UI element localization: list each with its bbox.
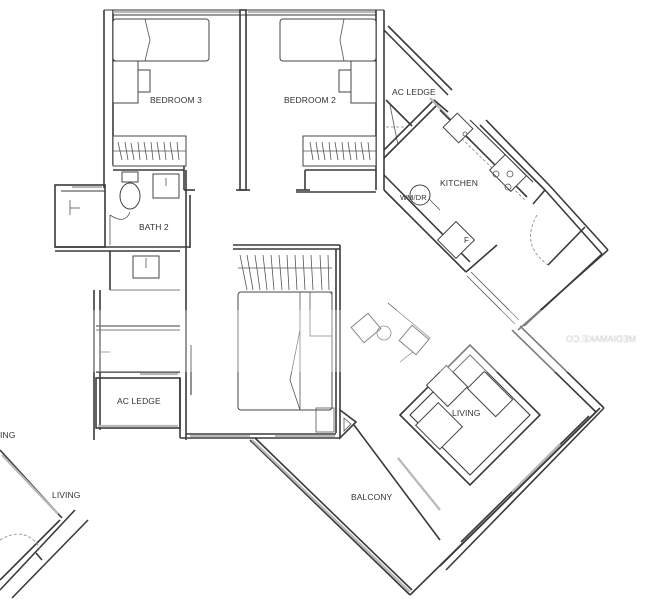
room-label-ac-ledge-top: AC LEDGE (392, 87, 436, 97)
room-label-bedroom2: BEDROOM 2 (284, 95, 336, 105)
room-label-neighbor-living: LIVING (52, 490, 81, 500)
bath2-walls (54, 170, 191, 440)
neighbor-unit (0, 449, 89, 599)
watermark-band (0, 310, 672, 372)
kitchen-block (383, 25, 609, 331)
corridor-bottom-wall (180, 433, 340, 439)
watermark-text: MEDIAMAKE.CO (566, 334, 637, 344)
living-sofa (398, 343, 542, 487)
master-bedroom (233, 244, 358, 440)
room-label-bedroom3: BEDROOM 3 (150, 95, 202, 105)
appliance-label-fridge: F (464, 236, 469, 245)
room-label-kitchen: KITCHEN (440, 178, 479, 188)
room-label-neighbor-partial: ING (0, 430, 16, 440)
bedroom2-furniture (279, 18, 377, 167)
room-label-balcony: BALCONY (351, 492, 393, 502)
yard-walls (93, 251, 192, 440)
room-label-bath2: BATH 2 (139, 222, 169, 232)
room-label-living: LIVING (452, 408, 481, 418)
room-label-ac-ledge-left: AC LEDGE (117, 396, 161, 406)
balcony (249, 407, 601, 596)
dining-set (350, 302, 431, 363)
room-label-wm-dr: WM/DR (400, 193, 427, 202)
bedroom3-furniture (112, 18, 210, 167)
